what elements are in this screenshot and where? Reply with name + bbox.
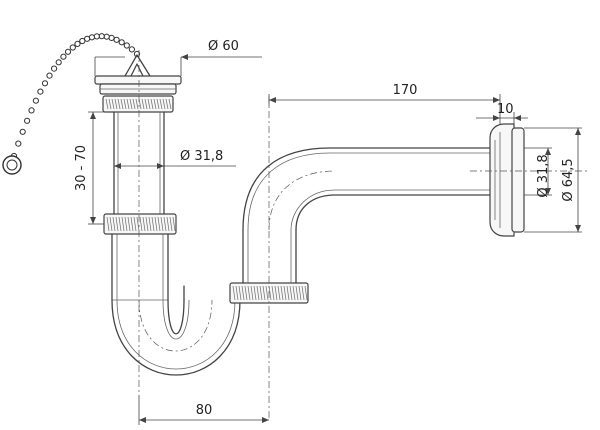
plug-strainer — [94, 54, 182, 113]
strainer-flange — [94, 75, 182, 85]
dim-label-diameter-64-5: Ø 64,5 — [561, 158, 576, 201]
dim-diameter-64-5 — [524, 127, 582, 233]
chain-link — [118, 39, 125, 46]
chain-link — [51, 65, 58, 72]
chain-link — [60, 53, 67, 60]
chain-link — [128, 46, 135, 53]
chain-ring-icon — [2, 155, 22, 175]
chain-link — [28, 107, 35, 114]
center-lines — [138, 50, 590, 420]
nut-knurling — [105, 98, 172, 110]
chain-link — [93, 33, 100, 40]
dim-label-diameter-31-8-tailpiece: Ø 31,8 — [180, 149, 223, 164]
u-bend-trap — [111, 285, 241, 376]
dim-label-diameter-31-8-outlet: Ø 31,8 — [536, 154, 551, 197]
chain-link — [108, 34, 115, 42]
chain-link — [133, 50, 141, 58]
dim-diameter-60 — [94, 54, 262, 76]
dim-flange-10 — [476, 112, 528, 124]
plug-handle — [124, 54, 151, 77]
dim-label-flange-10: 10 — [497, 102, 514, 117]
chain-link — [84, 35, 91, 42]
strainer-nut — [102, 95, 174, 113]
chain-link — [103, 33, 110, 40]
chain-link — [37, 88, 44, 95]
chain-ring-inner — [6, 159, 18, 171]
chain-link — [123, 42, 130, 49]
dim-label-length-170: 170 — [393, 83, 418, 98]
dim-diameter-31-8-tailpiece — [114, 163, 236, 169]
nut-knurling — [106, 216, 176, 232]
chain-link — [113, 36, 120, 43]
chain-link — [64, 48, 72, 55]
chain-link — [32, 97, 40, 104]
chain-link — [79, 37, 86, 45]
dim-diameter-31-8-outlet — [524, 147, 552, 196]
vertical-tailpiece — [103, 111, 177, 301]
dim-width-80 — [138, 395, 269, 425]
chain-link — [19, 128, 26, 135]
dim-label-height-range: 30 - 70 — [74, 145, 89, 191]
dim-height-range — [88, 111, 110, 225]
nut-knurling — [232, 285, 308, 301]
chain-link — [15, 140, 22, 147]
plug-chain — [10, 33, 141, 160]
chain-link — [55, 59, 62, 66]
chain-link — [41, 80, 49, 87]
chain-link — [69, 44, 76, 51]
chain-link — [24, 117, 31, 124]
dim-length-170 — [268, 94, 501, 124]
chain-link — [74, 40, 81, 48]
dim-label-width-80: 80 — [196, 403, 213, 418]
dim-label-diameter-60: Ø 60 — [208, 39, 239, 54]
outlet-bend-pipe — [242, 147, 491, 284]
wall-rosette — [489, 123, 525, 237]
chain-link — [46, 72, 53, 79]
